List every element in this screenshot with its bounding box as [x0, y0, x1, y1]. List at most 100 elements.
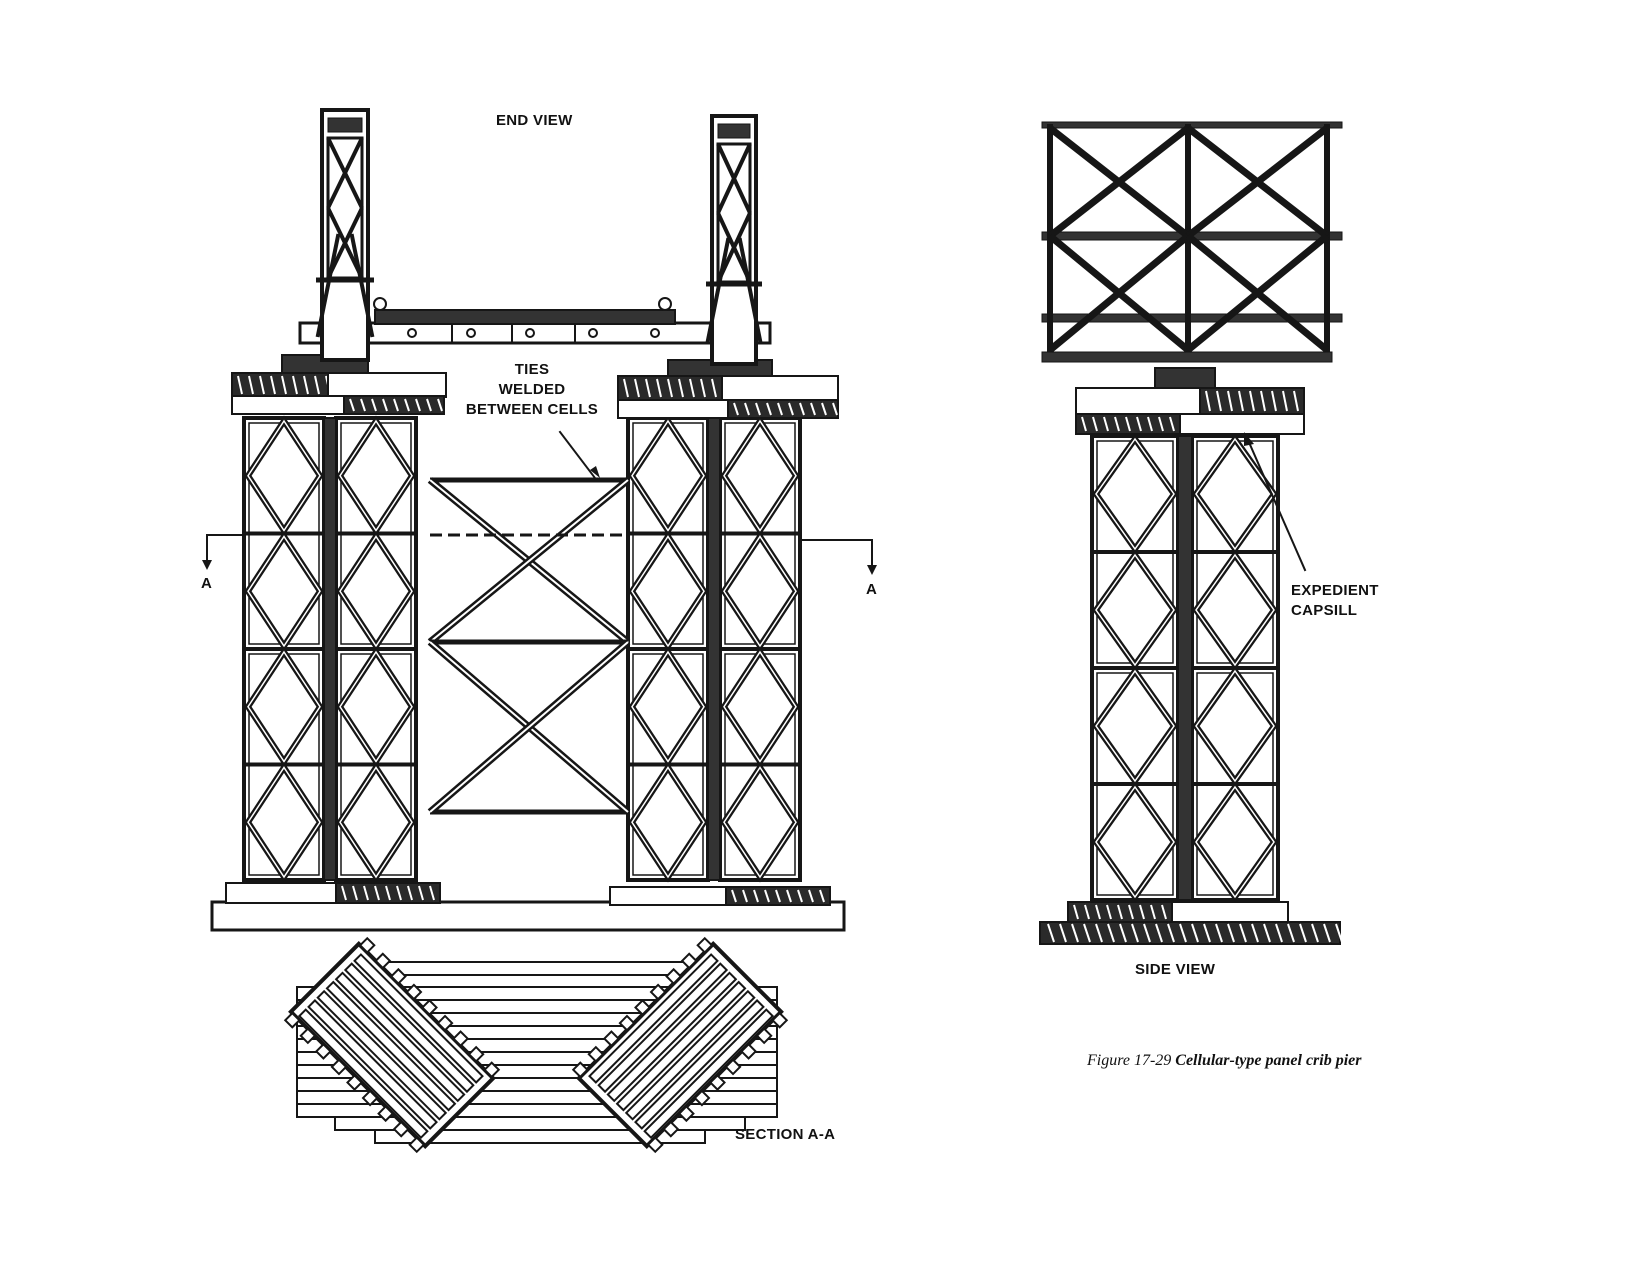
lower-panel [1090, 665, 1180, 903]
side-base-block [1067, 901, 1173, 923]
side-bridge-panels [1041, 121, 1343, 363]
section-aa-label: SECTION A-A [735, 1126, 836, 1143]
cell-left-column-1 [242, 415, 326, 883]
hatch [1287, 923, 1295, 943]
ties-between-cells [427, 477, 631, 815]
hatch [1059, 923, 1067, 943]
bearing-block [225, 882, 337, 904]
hatch [1143, 923, 1151, 943]
side-column-joint [1177, 435, 1193, 901]
side-view-label: SIDE VIEW [1135, 961, 1216, 978]
ties-label-line2: WELDED [498, 381, 566, 398]
lower-panel [626, 646, 710, 883]
hatch [1215, 923, 1223, 943]
hatch [1323, 923, 1331, 943]
post-right [706, 114, 762, 366]
raker-brace [349, 233, 375, 338]
side-view-drawing [1039, 121, 1343, 945]
section-marker-left [206, 534, 244, 563]
section-a-a-drawing [283, 936, 789, 1154]
cell-left-joint [323, 417, 337, 881]
figure-number: Figure 17-29 [1087, 1052, 1172, 1069]
hatch [1299, 923, 1307, 943]
cell-right-column-1 [626, 415, 710, 883]
cap-block-left [327, 372, 447, 398]
ties-label-line1: TIES [514, 361, 550, 378]
cap-block-right-lower [617, 399, 729, 419]
sill-plank [374, 1129, 706, 1144]
section-mark-left: A [201, 575, 213, 592]
hatch [1227, 923, 1235, 943]
section-mark-right: A [866, 581, 878, 598]
end-view-drawing [202, 108, 877, 932]
hatch [1119, 923, 1127, 943]
side-column-1 [1090, 433, 1180, 903]
capsill-leader-arrow [1244, 432, 1254, 446]
side-capsill [1075, 387, 1201, 415]
figure-caption: Figure 17-29 Cellular-type panel crib pi… [1087, 1052, 1361, 1070]
raker-brace [315, 233, 341, 338]
section-cell-left [283, 936, 501, 1154]
hatch [1095, 923, 1103, 943]
raker-brace [705, 237, 731, 343]
upper-panel [626, 415, 710, 652]
hatch [1311, 923, 1319, 943]
cell-right-column-2 [718, 415, 802, 883]
side-cap-block-lower [1179, 413, 1305, 435]
cell-right-joint [707, 417, 721, 881]
cell-left-column-2 [334, 415, 418, 883]
sill-plank [374, 961, 706, 976]
cap-timber-right-lower [727, 399, 839, 419]
hatch [1107, 923, 1115, 943]
hatch [1047, 923, 1055, 943]
hatch [1275, 923, 1283, 943]
side-column-2 [1190, 433, 1280, 903]
upper-panel [718, 415, 802, 652]
upper-panel [1090, 433, 1180, 671]
hatch [1191, 923, 1199, 943]
hatch [1071, 923, 1079, 943]
hatch [1263, 923, 1271, 943]
base-sill [210, 900, 846, 932]
hatch [1251, 923, 1259, 943]
post-left [316, 108, 374, 362]
capsill-leader [1246, 438, 1307, 572]
base-timber [335, 882, 441, 904]
side-bearing-seat [1154, 367, 1216, 389]
side-base-bearing [1171, 901, 1289, 923]
base-timber [725, 886, 831, 906]
transom [298, 297, 772, 345]
figure-title: Cellular-type panel crib pier [1175, 1052, 1362, 1069]
upper-panel [242, 415, 326, 652]
expedient-capsill-label-line2: CAPSILL [1291, 602, 1358, 619]
section-arrow-left [202, 560, 212, 570]
cap-timber-left [231, 372, 331, 398]
hatch [1083, 923, 1091, 943]
hatch [1155, 923, 1163, 943]
lower-panel [1190, 665, 1280, 903]
bearing-block [609, 886, 727, 906]
section-marker-right [800, 539, 873, 568]
end-view-label: END VIEW [496, 112, 573, 129]
ties-label-line3: BETWEEN CELLS [465, 401, 599, 418]
ties-leader-arrow [590, 466, 600, 478]
cap-block-left-lower [231, 395, 345, 415]
raker-brace [737, 237, 763, 343]
lower-panel [334, 646, 418, 883]
section-arrow-right [867, 565, 877, 575]
side-cap-timber-lower [1075, 413, 1181, 435]
cap-block-right [721, 375, 839, 401]
hatch [1131, 923, 1139, 943]
ties-leader [558, 430, 597, 480]
hatch [1167, 923, 1175, 943]
upper-panel [334, 415, 418, 652]
cap-timber-right [617, 375, 723, 401]
hatch [1335, 923, 1343, 943]
upper-panel [1190, 433, 1280, 671]
lower-panel [718, 646, 802, 883]
expedient-capsill-label-line1: EXPEDIENT [1291, 582, 1379, 599]
hatch [1239, 923, 1247, 943]
cap-timber-left-lower [343, 395, 445, 415]
